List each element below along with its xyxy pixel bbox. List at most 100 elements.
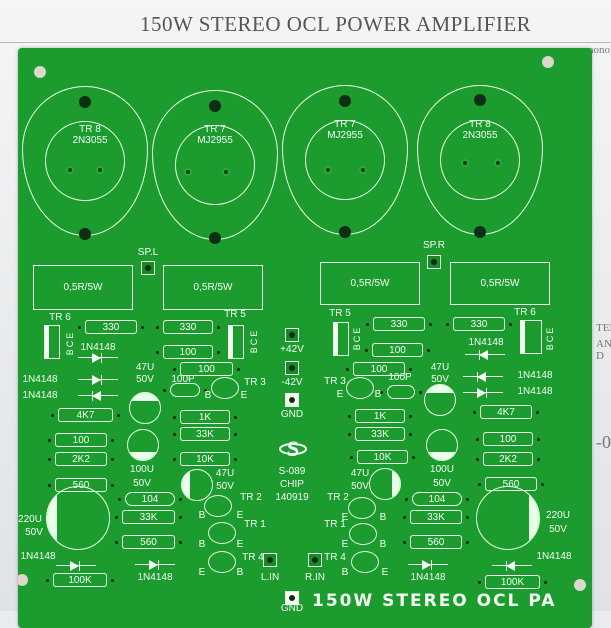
chip-name: CHIP [280, 479, 304, 490]
pcb-board: TR 8 2N3055 TR 7 MJ2955 TR 7 MJ2955 TR 8… [18, 48, 592, 628]
diode-icon [463, 388, 503, 398]
diode-label: 1N4148 [468, 337, 504, 348]
pin [66, 166, 74, 174]
resistor: 33K [403, 510, 469, 524]
diode-icon [463, 372, 503, 382]
pin-order-label: BCE [249, 328, 259, 354]
chip-model: S-089 [278, 466, 306, 477]
resistor: 2K2 [48, 452, 114, 466]
pin-label: E [236, 510, 244, 521]
supply-neg-pad [285, 361, 299, 375]
supply-neg-label: -42V [281, 377, 303, 388]
right-input-label: R.IN [305, 572, 325, 583]
pin-label: B [341, 567, 349, 578]
power-transistor-outline [22, 86, 148, 236]
mounting-hole [209, 100, 221, 112]
resistor: 100 [365, 343, 430, 357]
transistor-part: 2N3055 [462, 130, 498, 141]
capacitor-voltage: 50V [431, 374, 449, 385]
resistor: 100 [156, 345, 220, 359]
resistor: 10K [350, 450, 415, 464]
tr6-label: TR 6 [514, 307, 536, 318]
mounting-hole [339, 95, 351, 107]
capacitor-value: 47U [350, 468, 370, 479]
mounting-hole [34, 66, 46, 78]
pin-label: E [341, 512, 349, 523]
resistor: 560 [403, 535, 469, 549]
diode-label: 1N4148 [80, 342, 116, 353]
diode-label: 1N4148 [517, 386, 553, 397]
capacitor-value: 100U [130, 464, 154, 475]
resistor: 4K7 [473, 405, 539, 419]
supply-pos-label: +42V [280, 344, 304, 355]
electrolytic-capacitor [476, 486, 540, 550]
power-resistor: 0,5R/5W [163, 265, 263, 310]
resistor: 100 [173, 362, 240, 376]
tr2-label: TR 2 [327, 492, 349, 503]
resistor: 330 [78, 320, 144, 334]
transistor-part: MJ2955 [197, 135, 233, 146]
mounting-hole [79, 228, 91, 240]
mounting-hole [209, 232, 221, 244]
resistor: 100K [478, 575, 547, 589]
pin-label: E [336, 389, 344, 400]
power-resistor-value: 0,5R/5W [350, 278, 390, 289]
tr3-label: TR 3 [324, 376, 346, 387]
tr6-outline [44, 325, 60, 359]
transistor-ref: TR 7 [204, 124, 226, 135]
mounting-hole [574, 579, 586, 591]
pin [324, 166, 332, 174]
diode-icon [492, 561, 532, 571]
resistor: 100 [346, 362, 412, 376]
mounting-hole [474, 94, 486, 106]
pin-label: E [198, 567, 206, 578]
pin-label: B [236, 567, 244, 578]
board-title: 150W STEREO OCL PA [312, 591, 557, 611]
gnd-pad [285, 393, 299, 407]
power-resistor-value: 0,5R/5W [63, 282, 103, 293]
paper-text: -0 [596, 432, 611, 452]
speaker-right-pad [427, 255, 441, 269]
tr2-label: TR 2 [240, 492, 262, 503]
pin [461, 159, 469, 167]
tr5-outline [228, 325, 244, 359]
power-resistor-value: 0,5R/5W [480, 278, 520, 289]
power-transistor-outline [417, 85, 543, 235]
power-resistor: 0,5R/5W [450, 262, 550, 305]
capacitor-value: 100U [430, 464, 454, 475]
electrolytic-capacitor [129, 392, 161, 424]
diode-icon [78, 375, 118, 385]
capacitor-voltage: 50V [136, 374, 154, 385]
transistor-ref: TR 8 [469, 119, 491, 130]
pin-label: B [204, 390, 212, 401]
resistor: 2K2 [476, 452, 540, 466]
tr5-label: TR 5 [329, 308, 351, 319]
tr6-label: TR 6 [49, 312, 71, 323]
pin-label: B [379, 539, 387, 550]
resistor: 33K [348, 427, 412, 441]
pin-order-label: BCE [65, 330, 75, 356]
tr3-outline [211, 377, 239, 399]
resistor: 1K [348, 409, 412, 423]
diode-label: 1N4148 [410, 572, 446, 583]
resistor: 10K [173, 452, 237, 466]
transistor-part: 2N3055 [72, 135, 108, 146]
resistor: 33K [115, 510, 182, 524]
capacitor-voltage: 50V [133, 478, 151, 489]
transistor-ref: TR 7 [334, 119, 356, 130]
diode-label: 1N4148 [536, 551, 572, 562]
pin-label: B [374, 389, 382, 400]
capacitor-label: 100P [171, 374, 195, 385]
pin-order-label: BCE [352, 325, 362, 351]
divider [0, 42, 611, 43]
power-transistor-outline [282, 85, 408, 235]
resistor: 330 [156, 320, 220, 334]
resistor: 100K [46, 573, 114, 587]
pin [184, 168, 192, 176]
tr4-outline [351, 551, 379, 573]
diode-label: 1N4148 [517, 370, 553, 381]
capacitor-label: 100P [388, 372, 412, 383]
capacitor-voltage: 50V [351, 481, 369, 492]
resistor: 4K7 [51, 408, 120, 422]
left-input-label: L.IN [260, 572, 280, 583]
